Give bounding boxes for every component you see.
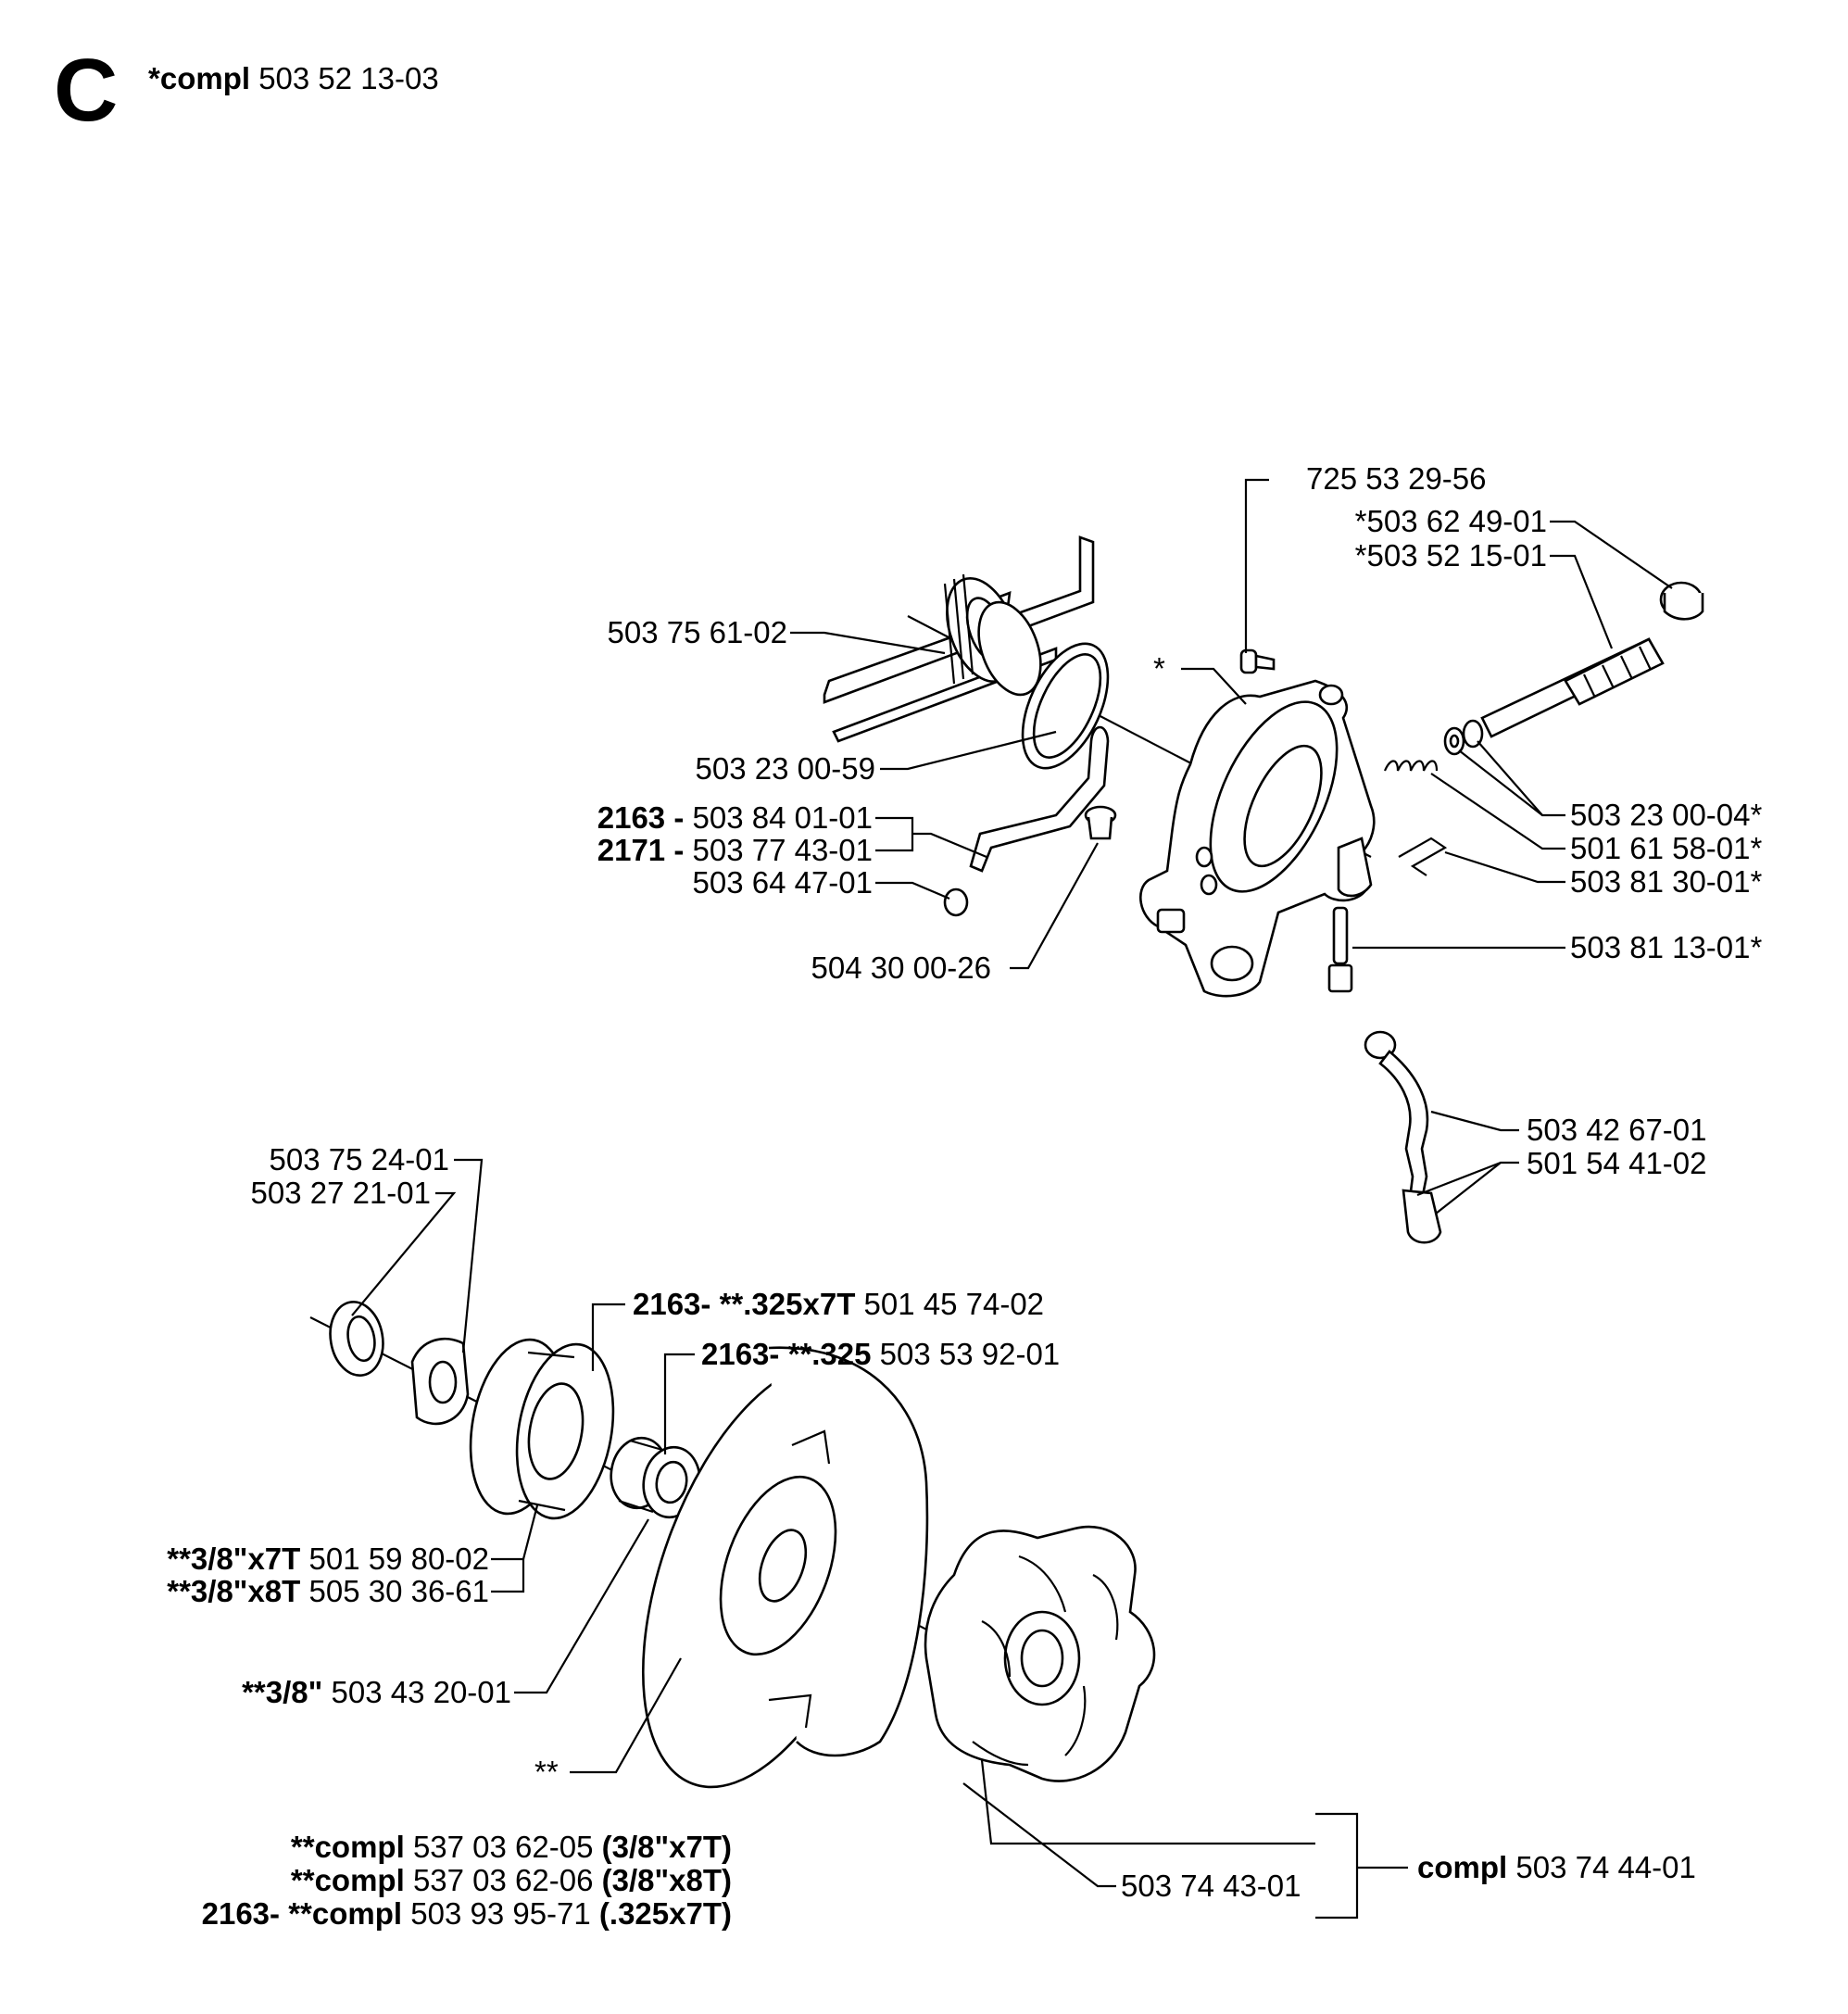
label-501-59-80-02-number: 501 59 80-02 [308,1542,489,1576]
label-503-81-30-01: 503 81 30-01* [1570,864,1763,899]
label-503-43-20-01: **3/8" 503 43 20-01 [167,1675,511,1710]
label-503-43-20-01-prefix: **3/8" [242,1675,323,1709]
label-503-84-01-01-prefix: 2163 - [597,800,685,835]
label-503-52-15-01: *503 52 15-01 [1354,538,1547,573]
label-503-23-00-04: 503 23 00-04* [1570,798,1763,832]
cap-part [1659,581,1704,621]
label-725-53-29-56: 725 53 29-56 [1306,461,1487,496]
pump-housing-part [1139,679,1376,998]
label-501-54-41-02: 501 54 41-02 [1527,1146,1707,1180]
footer-3-prefix: **compl [288,1896,403,1931]
label-503-77-43-01: 2171 - 503 77 43-01 [519,833,873,868]
clutch-drum-part [641,1346,929,1789]
label-501-45-74-02-prefix: 2163- **.325x7T [633,1287,856,1321]
footer-1-number: 537 03 62-05 [412,1830,594,1864]
label-503-62-49-01: *503 62 49-01 [1354,504,1547,538]
clip-part [1398,837,1448,876]
pump-shaft-part [1480,637,1665,738]
footer-3-lead: 2163- [201,1896,281,1931]
label-503-77-43-01-prefix: 2171 - [597,833,685,867]
footer-1-prefix: **compl [290,1830,405,1864]
label-505-30-36-61-prefix: **3/8"x8T [167,1574,301,1608]
adjust-screw-part [1327,906,1353,993]
footer-1-variant: (3/8"x7T) [601,1830,732,1864]
label-503-53-92-01-prefix: 2163- **.325 [701,1337,872,1371]
washers-part [1443,719,1484,756]
label-503-53-92-01: 2163- **.325 503 53 92-01 [701,1337,1060,1372]
label-503-42-67-01: 503 42 67-01 [1527,1113,1707,1147]
label-503-81-13-01: 503 81 13-01* [1570,930,1763,964]
label-star: * [1153,651,1165,686]
section-compl-header: *compl 503 52 13-03 [148,61,439,96]
label-501-59-80-02: **3/8"x7T 501 59 80-02 [111,1542,489,1577]
label-503-27-21-01: 503 27 21-01 [250,1176,431,1210]
footer-2-number: 537 03 62-06 [412,1863,594,1897]
leader-lines [351,478,1673,1920]
label-503-84-01-01: 2163 - 503 84 01-01 [519,800,873,836]
oil-pipe-part [969,725,1110,873]
rim-sprocket-part [469,1338,615,1520]
screw-part [1239,648,1276,674]
circlip-part [329,1301,384,1377]
label-503-64-47-01: 503 64 47-01 [692,865,873,900]
label-503-74-43-01: 503 74 43-01 [1121,1869,1301,1903]
compl-prefix: *compl [148,61,251,95]
label-501-45-74-02: 2163- **.325x7T 501 45 74-02 [633,1287,1044,1322]
footer-2-prefix: **compl [290,1863,405,1897]
label-501-45-74-02-number: 501 45 74-02 [863,1287,1045,1321]
clutch-part [924,1525,1156,1782]
label-505-30-36-61: **3/8"x8T 505 30 36-61 [111,1574,489,1609]
label-compl-503-74-44-01: compl 503 74 44-01 [1417,1850,1696,1885]
footer-compl-line-3: 2163- **compl 503 93 95-71 (.325x7T) [139,1896,732,1932]
spring-part [1383,760,1439,772]
label-503-84-01-01-number: 503 84 01-01 [692,800,873,835]
footer-compl-line-2: **compl 537 03 62-06 (3/8"x8T) [139,1863,732,1898]
nipple-part [1084,805,1117,840]
label-compl-number: 503 74 44-01 [1515,1850,1696,1884]
seal-part [943,887,969,917]
label-compl-prefix: compl [1417,1850,1508,1884]
footer-compl-line-1: **compl 537 03 62-05 (3/8"x7T) [139,1830,732,1865]
label-503-75-24-01: 503 75 24-01 [269,1142,449,1177]
label-503-23-00-59: 503 23 00-59 [695,751,875,786]
label-501-59-80-02-prefix: **3/8"x7T [167,1542,301,1576]
label-503-75-61-02: 503 75 61-02 [607,615,787,649]
footer-2-variant: (3/8"x8T) [601,1863,732,1897]
compl-number: 503 52 13-03 [258,61,439,95]
label-504-30-00-26: 504 30 00-26 [811,950,991,985]
label-501-61-58-01: 501 61 58-01* [1570,831,1763,865]
label-503-77-43-01-number: 503 77 43-01 [692,833,873,867]
oring-part [1021,642,1110,770]
label-505-30-36-61-number: 505 30 36-61 [308,1574,489,1608]
label-double-star: ** [534,1755,559,1789]
footer-3-variant: (.325x7T) [598,1896,732,1931]
suction-hose-part [1364,1030,1442,1244]
label-503-43-20-01-number: 503 43 20-01 [331,1675,511,1709]
section-letter: C [54,41,119,140]
worm-gear-part [823,535,1095,743]
label-503-53-92-01-number: 503 53 92-01 [879,1337,1061,1371]
footer-3-number: 503 93 95-71 [410,1896,591,1931]
thrust-washer-part [410,1337,470,1426]
